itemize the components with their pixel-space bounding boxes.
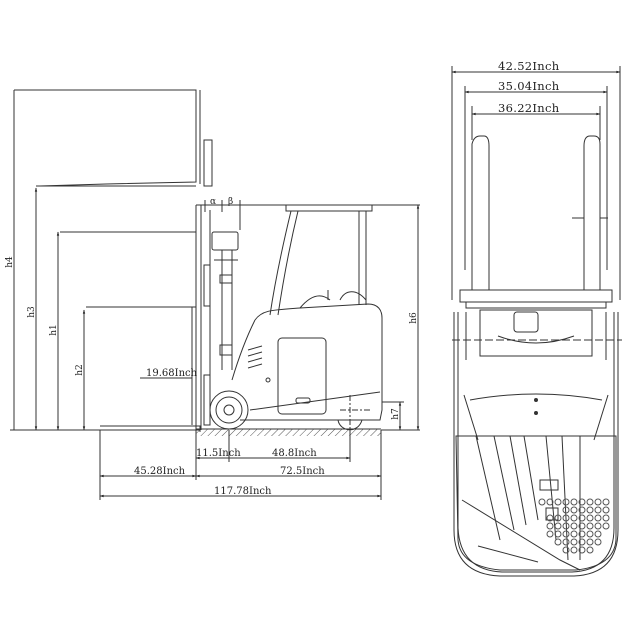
fork-position-max xyxy=(14,89,201,187)
label-h2: h2 xyxy=(75,364,85,376)
floor-plate xyxy=(538,498,610,554)
operator-compartment xyxy=(455,435,617,571)
front-wheel xyxy=(209,390,249,430)
fork-position-mid-low xyxy=(86,306,196,425)
dim-fork-length: 45.28Inch xyxy=(134,466,186,477)
label-h6: h6 xyxy=(409,312,419,324)
dim-front-overhang: 11.5Inch xyxy=(196,448,241,459)
tilt-angle-marks xyxy=(204,200,241,212)
rear-wheel xyxy=(337,395,370,436)
dim-overall-width: 42.52Inch xyxy=(498,59,560,73)
label-alpha: α xyxy=(210,197,216,207)
fork-right xyxy=(583,135,601,290)
label-h4: h4 xyxy=(5,256,15,268)
top-view xyxy=(451,66,622,577)
dim-fork-spread: 36.22Inch xyxy=(498,101,560,115)
side-view-labels: h4 h3 h1 h2 h6 h7 α β 19.68Inch 11.5Inch… xyxy=(5,197,419,497)
height-dimension-lines xyxy=(10,90,420,431)
side-view xyxy=(10,89,420,500)
dim-carriage-width: 35.04Inch xyxy=(498,79,560,93)
mast xyxy=(195,139,241,430)
label-beta: β xyxy=(228,197,233,207)
truck-body xyxy=(231,290,383,421)
dim-length-to-fork-face: 72.5Inch xyxy=(280,466,325,477)
chassis xyxy=(453,312,619,577)
dim-wheelbase: 48.8Inch xyxy=(272,448,317,459)
dim-load-center: 19.68Inch xyxy=(146,368,198,379)
width-dimension-lines xyxy=(451,66,621,300)
dim-overall-length: 117.78Inch xyxy=(214,486,272,497)
fork-position-mid-high xyxy=(36,185,196,233)
label-h3: h3 xyxy=(27,306,37,318)
fork-carriage xyxy=(452,289,622,357)
fork-position-ground xyxy=(100,425,201,432)
length-dimension-lines xyxy=(99,377,382,500)
top-view-labels: 42.52Inch 35.04Inch 36.22Inch xyxy=(498,59,560,115)
label-h1: h1 xyxy=(49,324,59,336)
fork-left xyxy=(471,135,490,290)
label-h7: h7 xyxy=(391,408,401,420)
ground-hatch xyxy=(196,429,381,436)
overhead-guard xyxy=(269,204,373,316)
